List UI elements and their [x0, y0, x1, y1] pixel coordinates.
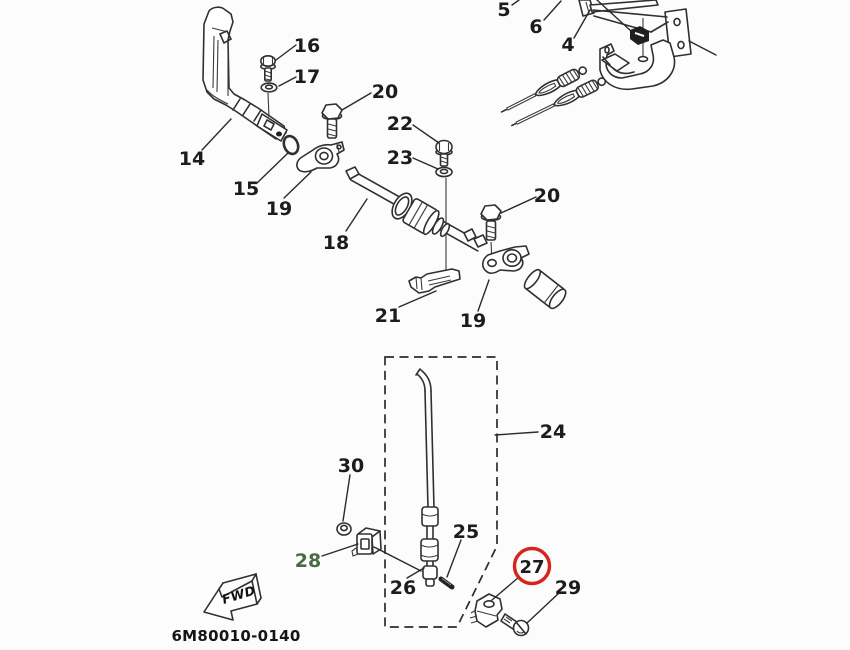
- part-label-23[interactable]: 23: [387, 147, 413, 169]
- part-17-washer: [260, 82, 278, 93]
- part-28-clamp: [351, 527, 382, 557]
- part-label-24[interactable]: 24: [540, 421, 566, 443]
- part-23-washer: [435, 166, 453, 178]
- part-label-27[interactable]: 27: [519, 557, 544, 578]
- cable-upper: [500, 66, 588, 113]
- part-19-lever-bottom: [482, 245, 567, 310]
- part-label-18[interactable]: 18: [323, 232, 349, 254]
- dashed-region-24: [384, 356, 498, 628]
- part-19-lever-top: [296, 141, 345, 173]
- saddle-bracket: [599, 39, 676, 91]
- part-29-screw: [500, 613, 530, 637]
- part-16-screw: [259, 54, 276, 118]
- part-20-bolt-top: [321, 103, 343, 139]
- mount-bracket-assembly: [578, 0, 717, 91]
- part-30-nut: [336, 522, 352, 536]
- part-label-6[interactable]: 6: [529, 16, 542, 38]
- cable-lower: [511, 77, 607, 127]
- part-label-5[interactable]: 5: [497, 0, 510, 21]
- part-label-20-top[interactable]: 20: [372, 81, 398, 103]
- part-label-16[interactable]: 16: [294, 35, 320, 57]
- part-27-anchor: [469, 593, 503, 628]
- part-18-shift-shaft: [345, 166, 488, 252]
- highlight-circle-27: [512, 546, 552, 586]
- part-labels: 5 6 4 16 17 20 22 23 14 15 19 18 20 21 1…: [179, 0, 581, 599]
- part-label-25[interactable]: 25: [453, 521, 479, 543]
- part-26-shift-rod: [415, 368, 439, 587]
- part-label-28[interactable]: 28: [295, 550, 321, 572]
- part-label-29[interactable]: 29: [555, 577, 581, 599]
- part-22-bolt: [435, 139, 453, 271]
- part-label-14[interactable]: 14: [179, 148, 205, 170]
- leader-lines: [201, 0, 591, 624]
- part-label-30[interactable]: 30: [338, 455, 364, 477]
- part-20-bolt-right: [480, 204, 502, 261]
- part-21-bracket: [408, 268, 461, 294]
- part-15-o-ring: [282, 134, 300, 156]
- fwd-arrow: FWD: [203, 573, 262, 621]
- part-label-21[interactable]: 21: [375, 305, 401, 327]
- part-label-26[interactable]: 26: [390, 577, 416, 599]
- part-label-19-top[interactable]: 19: [266, 198, 292, 220]
- diagram-part-code: 6M80010-0140: [171, 627, 300, 645]
- part-label-20-right[interactable]: 20: [534, 185, 560, 207]
- part-label-15[interactable]: 15: [233, 178, 259, 200]
- part-label-4[interactable]: 4: [561, 34, 574, 56]
- part-25-pin: [438, 576, 455, 590]
- part-label-17[interactable]: 17: [294, 66, 320, 88]
- part-14-lever: [202, 6, 288, 142]
- part-label-19-bottom[interactable]: 19: [460, 310, 486, 332]
- part-label-22[interactable]: 22: [387, 113, 413, 135]
